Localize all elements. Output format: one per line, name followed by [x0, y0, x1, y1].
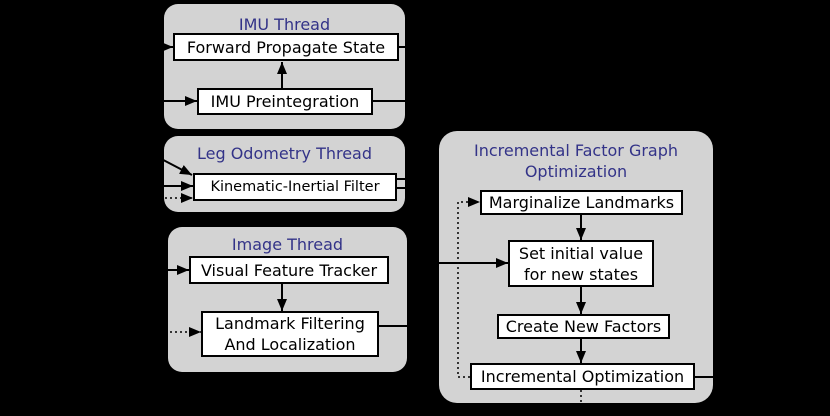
image-thread-title: Image Thread	[231, 235, 344, 254]
set-initial-value-node: Set initial value for new states	[508, 240, 654, 287]
landmark-filtering-node: Landmark Filtering And Localization	[201, 311, 379, 357]
kinematic-inertial-filter-node: Kinematic-Inertial Filter	[193, 173, 397, 201]
incremental-factor-graph-title-line1: Incremental Factor Graph	[473, 141, 679, 160]
incremental-factor-graph-title-line2: Optimization	[524, 162, 628, 181]
set-initial-value-line2: for new states	[523, 264, 639, 284]
incremental-optimization-node: Incremental Optimization	[470, 363, 695, 390]
set-initial-value-line1: Set initial value	[518, 243, 644, 263]
visual-feature-tracker-node: Visual Feature Tracker	[189, 256, 389, 284]
marginalize-landmarks-node: Marginalize Landmarks	[480, 190, 683, 215]
imu-preintegration-node: IMU Preintegration	[197, 88, 373, 115]
landmark-filtering-line2: And Localization	[224, 335, 356, 354]
forward-propagate-state-node: Forward Propagate State	[173, 33, 399, 61]
incremental-factor-graph-title: Incremental Factor Graph Optimization	[439, 140, 713, 182]
create-new-factors-node: Create New Factors	[497, 314, 670, 339]
imu-thread-title: IMU Thread	[238, 15, 331, 34]
landmark-filtering-line1: Landmark Filtering	[215, 314, 365, 333]
leg-odometry-thread-title: Leg Odometry Thread	[196, 144, 373, 163]
